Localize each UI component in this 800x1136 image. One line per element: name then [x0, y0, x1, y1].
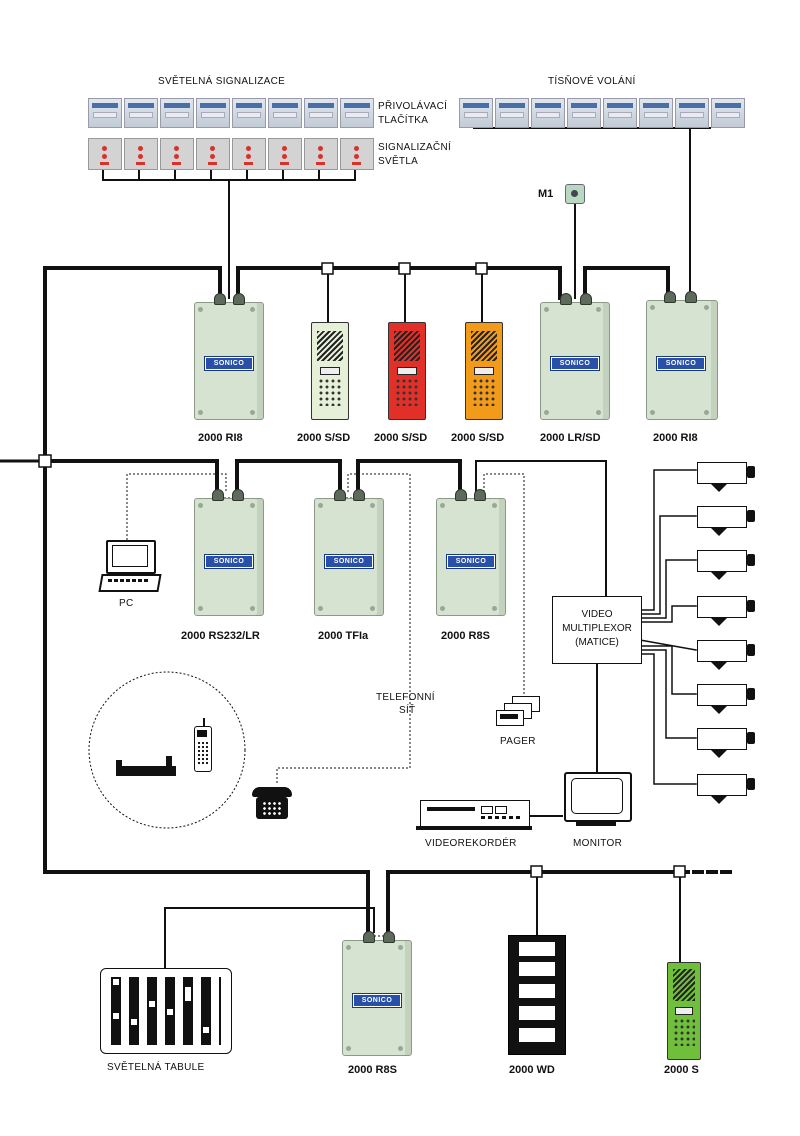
device-wd-label: 2000 WD [509, 1064, 555, 1076]
sonico-badge: SONICO [204, 356, 254, 371]
intercom-red [388, 322, 426, 420]
device-tfia-label: 2000 TFIa [318, 630, 369, 642]
call-button [196, 98, 230, 128]
emergency-button [675, 98, 709, 128]
call-button [232, 98, 266, 128]
device-ri8-right-label: 2000 RI8 [653, 432, 698, 444]
sonico-badge: SONICO [446, 554, 496, 569]
signal-lamp [160, 138, 194, 170]
device-r8s-mid-label: 2000 R8S [441, 630, 490, 642]
signal-lamp [196, 138, 230, 170]
device-r8s-bottom: SONICO [342, 940, 412, 1056]
emergency-button [603, 98, 637, 128]
sensor-icon [565, 184, 585, 204]
emergency-button [711, 98, 745, 128]
device-ssd-1-label: 2000 S/SD [297, 432, 351, 444]
sonico-badge: SONICO [324, 554, 374, 569]
device-r8s-bottom-label: 2000 R8S [348, 1064, 397, 1076]
pager-label: PAGER [500, 736, 536, 747]
video-label-3: (MATICE) [575, 637, 619, 648]
signal-lamp [304, 138, 338, 170]
telefonni-label-2: SÍŤ [399, 705, 416, 716]
device-tfia: SONICO [314, 498, 384, 616]
pc-label: PC [119, 598, 134, 609]
device-s-label: 2000 S [664, 1064, 699, 1076]
vcr-icon [420, 800, 530, 828]
svetelna-tabule-label: SVĚTELNÁ TABULE [107, 1062, 205, 1073]
emergency-button [495, 98, 529, 128]
video-label-2: MULTIPLEXOR [562, 623, 632, 634]
emergency-button [459, 98, 493, 128]
privolavaci-label-1: PŘIVOLÁVACÍ [378, 101, 448, 112]
svetelna-signalizace-title: SVĚTELNÁ SIGNALIZACE [158, 76, 286, 87]
device-r8s-mid: SONICO [436, 498, 506, 616]
signalizacni-label-2: SVĚTLA [378, 156, 419, 167]
tableau-icon [100, 968, 232, 1054]
call-button [88, 98, 122, 128]
signal-lamp [232, 138, 266, 170]
call-button [304, 98, 338, 128]
signal-lamp [88, 138, 122, 170]
call-button [124, 98, 158, 128]
call-button [340, 98, 374, 128]
signal-lamp [268, 138, 302, 170]
emergency-button [639, 98, 673, 128]
device-ri8-left-label: 2000 RI8 [198, 432, 243, 444]
device-ri8-right: SONICO [646, 300, 718, 420]
device-rs232: SONICO [194, 498, 264, 616]
emergency-button [531, 98, 565, 128]
intercom-light [311, 322, 349, 420]
device-lrsd-label: 2000 LR/SD [540, 432, 601, 444]
video-label-1: VIDEO [581, 609, 613, 620]
sonico-badge: SONICO [656, 356, 706, 371]
sonico-badge: SONICO [550, 356, 600, 371]
device-wd [508, 935, 566, 1055]
m1-label: M1 [538, 188, 554, 200]
call-button [268, 98, 302, 128]
device-ssd-2-label: 2000 S/SD [374, 432, 428, 444]
videorekorder-label: VIDEOREKORDÉR [425, 838, 517, 849]
emergency-button [567, 98, 601, 128]
video-multiplexer: VIDEO MULTIPLEXOR (MATICE) [552, 596, 642, 664]
device-ssd-3-label: 2000 S/SD [451, 432, 505, 444]
sonico-badge: SONICO [204, 554, 254, 569]
intercom-green [667, 962, 701, 1060]
monitor-label: MONITOR [573, 838, 623, 849]
device-ri8-left: SONICO [194, 302, 264, 420]
device-lrsd: SONICO [540, 302, 610, 420]
tisnove-volani-title: TÍSŇOVÉ VOLÁNÍ [548, 76, 636, 87]
call-button [160, 98, 194, 128]
signal-lamp [340, 138, 374, 170]
signal-lamp [124, 138, 158, 170]
telefonni-label-1: TELEFONNÍ [376, 692, 435, 703]
sonico-badge: SONICO [352, 993, 402, 1008]
device-rs232-label: 2000 RS232/LR [181, 630, 260, 642]
privolavaci-label-2: TLAČÍTKA [378, 115, 429, 126]
signalizacni-label-1: SIGNALIZAČNÍ [378, 142, 452, 153]
intercom-orange [465, 322, 503, 420]
